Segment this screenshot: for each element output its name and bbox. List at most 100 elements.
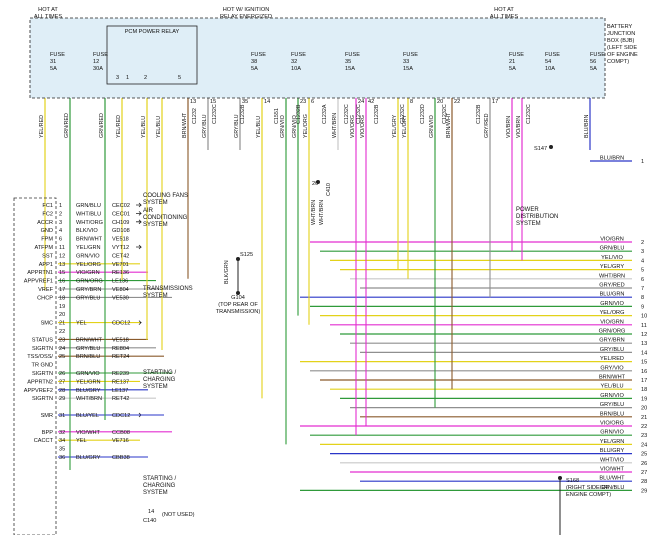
right-output-number-17: 17 <box>641 378 647 384</box>
top-pin-8: 42 <box>368 99 374 105</box>
splice-s168-loc2: ENGINE COMPT) <box>566 492 611 498</box>
connector-label-2: C1232C <box>212 104 218 124</box>
fuse-6-rating: 15A <box>403 66 413 72</box>
connector-label-5: C1232B <box>296 104 302 124</box>
right-output-label-6: WHT/BRN <box>599 273 625 279</box>
right-output-number-5: 5 <box>641 268 644 274</box>
pcm-pin-circuit-28: CCB08 <box>112 430 130 436</box>
pcm-pin-color-8: YEL/ORG <box>76 262 101 268</box>
right-output-label-2: VIO/GRN <box>600 237 624 243</box>
ground-g104-loc2: TRANSMISSION) <box>216 309 261 315</box>
right-output-number-3: 3 <box>641 249 644 255</box>
pcm-pin-number-6: 11 <box>59 245 65 251</box>
right-output-number-29: 29 <box>641 488 647 494</box>
top-wire-label-2: GRN/RED <box>64 113 70 138</box>
connector-label-9: C1232B <box>374 104 380 124</box>
system-charging2-1: STARTING / <box>143 476 176 482</box>
pcm-pin-color-11: GRY/BRN <box>76 287 101 293</box>
right-output-label-26: WHT/VIO <box>600 457 625 463</box>
system-cooling-1: COOLING FANS <box>143 193 188 199</box>
top-pin-2: 15 <box>210 99 216 105</box>
pcm-pin-number-18: 24 <box>59 346 65 352</box>
pcm-pin-circuit-29: VE716 <box>112 438 129 444</box>
top-wire-label-3: GRN/RED <box>99 113 105 138</box>
right-output-label-1: BLU/BRN <box>600 156 624 162</box>
right-output-number-8: 8 <box>641 295 644 301</box>
pcm-pin-color-4: BLK/VIO <box>76 228 98 234</box>
system-arrow-3 <box>136 219 142 225</box>
right-output-number-21: 21 <box>641 415 647 421</box>
right-output-number-16: 16 <box>641 369 647 375</box>
relay-label: PCM POWER RELAY <box>125 29 180 35</box>
pcm-pin-number-7: 12 <box>59 253 65 259</box>
pcm-pin-number-4: 4 <box>59 228 62 234</box>
ground-g104: G104 <box>231 295 245 301</box>
mid-wire-2: WHT/BRN <box>319 200 325 225</box>
hot-left-line1: HOT AT <box>38 7 58 13</box>
right-output-number-10: 10 <box>641 314 647 320</box>
top-wire-label-5: YEL/BLU <box>141 116 147 138</box>
pcm-pin-circuit-7: CET42 <box>112 253 129 259</box>
right-output-label-28: BLU/WHT <box>599 476 625 482</box>
pcm-pin-label-20: TR GND <box>32 363 53 369</box>
connector-label-12: C1232C <box>442 104 448 124</box>
right-output-label-12: GRN/ORG <box>599 329 626 335</box>
splice-s168-loc1: (RIGHT SIDE OF <box>566 485 610 491</box>
pcm-pin-color-17: BRN/WHT <box>76 337 103 343</box>
splice-s125-wire: BLK/GRN <box>224 260 230 284</box>
pcm-pin-color-7: GRN/VIO <box>76 253 100 259</box>
connector-label-7: C1232C <box>344 104 350 124</box>
pcm-pin-color-18: GRY/BLU <box>76 346 100 352</box>
pcm-pin-circuit-1: CEC02 <box>112 203 130 209</box>
connector-label-13: C1232B <box>476 104 482 124</box>
top-wire-label-21: GRY/RED <box>484 113 490 138</box>
fuse-6-number: 33 <box>403 59 409 65</box>
pcm-pin-label-19: TSS/OSS/ <box>27 354 53 360</box>
pcm-pin-circuit-6: VYT12 <box>112 245 129 251</box>
top-pin-11: 22 <box>454 99 460 105</box>
pcm-pin-label-2: FC2 <box>42 211 53 217</box>
pcm-pin-label-7: SST <box>42 253 53 259</box>
right-output-label-24: YEL/GRN <box>600 439 625 445</box>
top-pin-7: 24 <box>358 99 364 105</box>
fuse-3-label: FUSE <box>251 52 266 58</box>
system-charging2-3: SYSTEM <box>143 490 168 496</box>
right-output-label-3: GRN/BLU <box>600 246 625 252</box>
pcm-pin-label-17: STATUS <box>32 337 54 343</box>
right-output-number-19: 19 <box>641 396 647 402</box>
pcm-pin-number-24: 29 <box>59 396 65 402</box>
connector-label-3: C1232B <box>240 104 246 124</box>
right-output-label-14: GRY/BLU <box>600 347 624 353</box>
relay-pin-3: 3 <box>116 75 119 81</box>
right-output-label-23: GRN/VIO <box>600 430 624 436</box>
connector-label-11: C1232D <box>420 104 426 124</box>
not-used-label: (NOT USED) <box>162 512 195 518</box>
top-pin-6: 6 <box>311 99 314 105</box>
pcm-pin-circuit-11: VE804 <box>112 287 129 293</box>
right-output-number-20: 20 <box>641 406 647 412</box>
right-output-label-27: VIO/WHT <box>600 467 625 473</box>
system-charging1-3: SYSTEM <box>143 384 168 390</box>
fuse-7-number: 21 <box>509 59 515 65</box>
fuse-2-label: FUSE <box>93 52 108 58</box>
pcm-pin-number-15: 21 <box>59 321 65 327</box>
ground-g104-loc1: (TOP REAR OF <box>218 302 258 308</box>
right-output-label-15: YEL/RED <box>600 356 624 362</box>
top-wire-label-11: GRN/VIO <box>280 115 286 138</box>
fuse-8-label: FUSE <box>545 52 560 58</box>
right-output-label-18: YEL/BLU <box>600 384 623 390</box>
system-power-dist-2: DISTRIBUTION <box>516 214 558 220</box>
top-wire-label-20: BRN/WHT <box>446 112 452 138</box>
pcm-pin-number-31: 36 <box>59 455 65 461</box>
top-wire-label-4: YEL/RED <box>116 115 122 138</box>
right-output-label-25: BLU/GRY <box>600 448 625 454</box>
top-wire-label-12: GRN/VIO <box>292 115 298 138</box>
relay-pin-1: 1 <box>126 75 129 81</box>
pcm-pin-circuit-4: GD108 <box>112 228 130 234</box>
right-output-label-19: GRN/VIO <box>600 393 624 399</box>
right-output-number-26: 26 <box>641 461 647 467</box>
hot-mid-line2: RELAY ENERGIZED <box>220 14 272 20</box>
hot-mid-line1: HOT W/ IGNITION <box>223 7 270 13</box>
right-output-label-29: GRN/BLU <box>600 485 625 491</box>
